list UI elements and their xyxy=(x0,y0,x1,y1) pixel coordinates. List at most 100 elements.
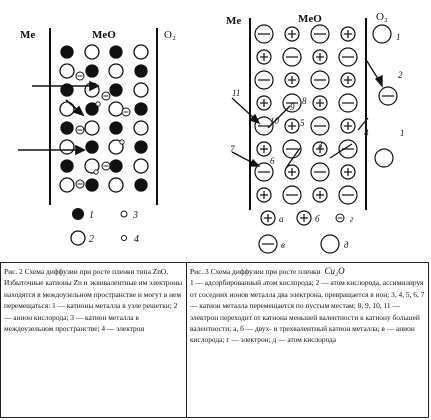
electron-dot xyxy=(95,101,101,107)
oxygen-anion xyxy=(282,93,302,113)
cation-dot xyxy=(60,83,74,97)
cation-dot xyxy=(85,102,99,116)
callout-6: 6 xyxy=(270,156,275,166)
interstitial-cation xyxy=(101,161,111,171)
anion-circle xyxy=(108,139,124,155)
oxygen-atom xyxy=(374,148,394,168)
electron-dot xyxy=(93,169,99,175)
metal-cation xyxy=(312,187,328,203)
callout-8: 8 xyxy=(302,96,307,106)
oxygen-anion xyxy=(310,24,330,44)
oxygen-anion xyxy=(282,139,302,159)
anion-circle xyxy=(133,158,149,174)
adsorbed-oxygen-atom xyxy=(372,24,392,44)
metal-cation xyxy=(256,49,272,65)
oxygen-anion xyxy=(254,116,274,136)
anion-circle xyxy=(133,82,149,98)
oxygen-anion xyxy=(310,162,330,182)
cation-dot xyxy=(134,178,148,192)
metal-cation xyxy=(256,95,272,111)
anion-circle xyxy=(59,177,75,193)
fig2-legend: 1 3 2 4 xyxy=(70,208,139,246)
oxygen-anion xyxy=(338,185,358,205)
legend-cation-symbol xyxy=(72,208,84,220)
fig3-legend-label: д xyxy=(344,240,349,250)
oxygen-anion xyxy=(338,47,358,67)
cation-dot xyxy=(60,45,74,59)
legend-1: 1 xyxy=(89,210,94,221)
metal-cation xyxy=(296,210,312,226)
caption-table: Рис. 2 Схема диффузии при росте пленки т… xyxy=(0,262,429,418)
oxygen-anion xyxy=(310,116,330,136)
legend-4: 4 xyxy=(134,234,139,245)
fig3-lattice xyxy=(254,24,398,205)
fig2-arrows xyxy=(18,80,100,156)
caption-fig3-title: Рис. 3 Схема диффузии при росте пленки xyxy=(190,267,321,276)
metal-cation xyxy=(284,164,300,180)
callout-7: 7 xyxy=(230,144,235,154)
anion-circle xyxy=(59,139,75,155)
oxygen-anion xyxy=(282,185,302,205)
fig2-lattice xyxy=(59,44,149,193)
fig3-legend-label: а xyxy=(279,214,284,224)
oxygen-anion xyxy=(254,70,274,90)
metal-cation xyxy=(284,118,300,134)
fig3-label-oxide: MeO xyxy=(298,13,322,25)
caption-fig3-body: 1 — адсорбированный атом кислорода; 2 — … xyxy=(190,278,425,345)
anion-circle xyxy=(59,101,75,117)
cation-dot xyxy=(85,178,99,192)
legend-electron-symbol xyxy=(121,235,127,241)
cation-dot xyxy=(109,121,123,135)
metal-cation xyxy=(340,164,356,180)
metal-cation xyxy=(284,72,300,88)
callout-1-lower: 1 xyxy=(400,128,405,138)
anion-circle xyxy=(84,120,100,136)
interstitial-cation xyxy=(121,107,131,117)
metal-cation xyxy=(260,210,276,226)
callout-4: 4 xyxy=(364,128,369,138)
anion-circle xyxy=(108,177,124,193)
caption-fig3-formula: Cu₂O xyxy=(324,266,345,276)
fig2-label-oxygen: O₂ xyxy=(164,29,176,41)
figure-2: Me MeO O₂ 1 3 2 4 xyxy=(18,28,176,246)
metal-cation xyxy=(312,49,328,65)
cation-dot xyxy=(134,102,148,116)
callout-10: 10 xyxy=(270,116,280,126)
oxygen-anion xyxy=(378,86,398,106)
legend-2: 2 xyxy=(89,234,94,245)
legend-interstitial-symbol xyxy=(120,210,128,218)
anion-circle xyxy=(133,44,149,60)
oxygen-anion xyxy=(258,234,278,254)
oxygen-anion xyxy=(282,47,302,67)
interstitial-cation xyxy=(75,125,85,135)
fig3-arrows xyxy=(231,57,383,169)
oxygen-anion xyxy=(310,70,330,90)
electron-symbol xyxy=(335,213,345,223)
fig2-label-oxide: MeO xyxy=(92,29,116,41)
anion-circle xyxy=(84,44,100,60)
oxygen-anion xyxy=(254,162,274,182)
caption-fig2-title: Рис. 2 Схема диффузии при росте пленки т… xyxy=(4,267,169,276)
fig3-legend-label: г xyxy=(350,214,354,224)
cation-dot xyxy=(134,140,148,154)
fig3-legend-label: б xyxy=(315,214,320,224)
metal-cation xyxy=(340,26,356,42)
metal-cation xyxy=(256,187,272,203)
fig3-label-metal: Me xyxy=(226,15,241,27)
oxygen-anion xyxy=(254,24,274,44)
fig2-label-metal: Me xyxy=(20,29,35,41)
interstitial-cation xyxy=(75,71,85,81)
cation-dot xyxy=(109,45,123,59)
cation-dot xyxy=(134,64,148,78)
anion-circle xyxy=(108,63,124,79)
callout-3: 3 xyxy=(317,140,323,150)
metal-cation xyxy=(284,26,300,42)
anion-circle xyxy=(59,63,75,79)
caption-fig2-body: Избыточные катионы Zn и эквивалентные им… xyxy=(4,278,183,334)
metal-cation xyxy=(312,95,328,111)
callout-11: 11 xyxy=(232,88,240,98)
oxygen-anion xyxy=(338,139,358,159)
callout-2: 2 xyxy=(398,70,403,80)
